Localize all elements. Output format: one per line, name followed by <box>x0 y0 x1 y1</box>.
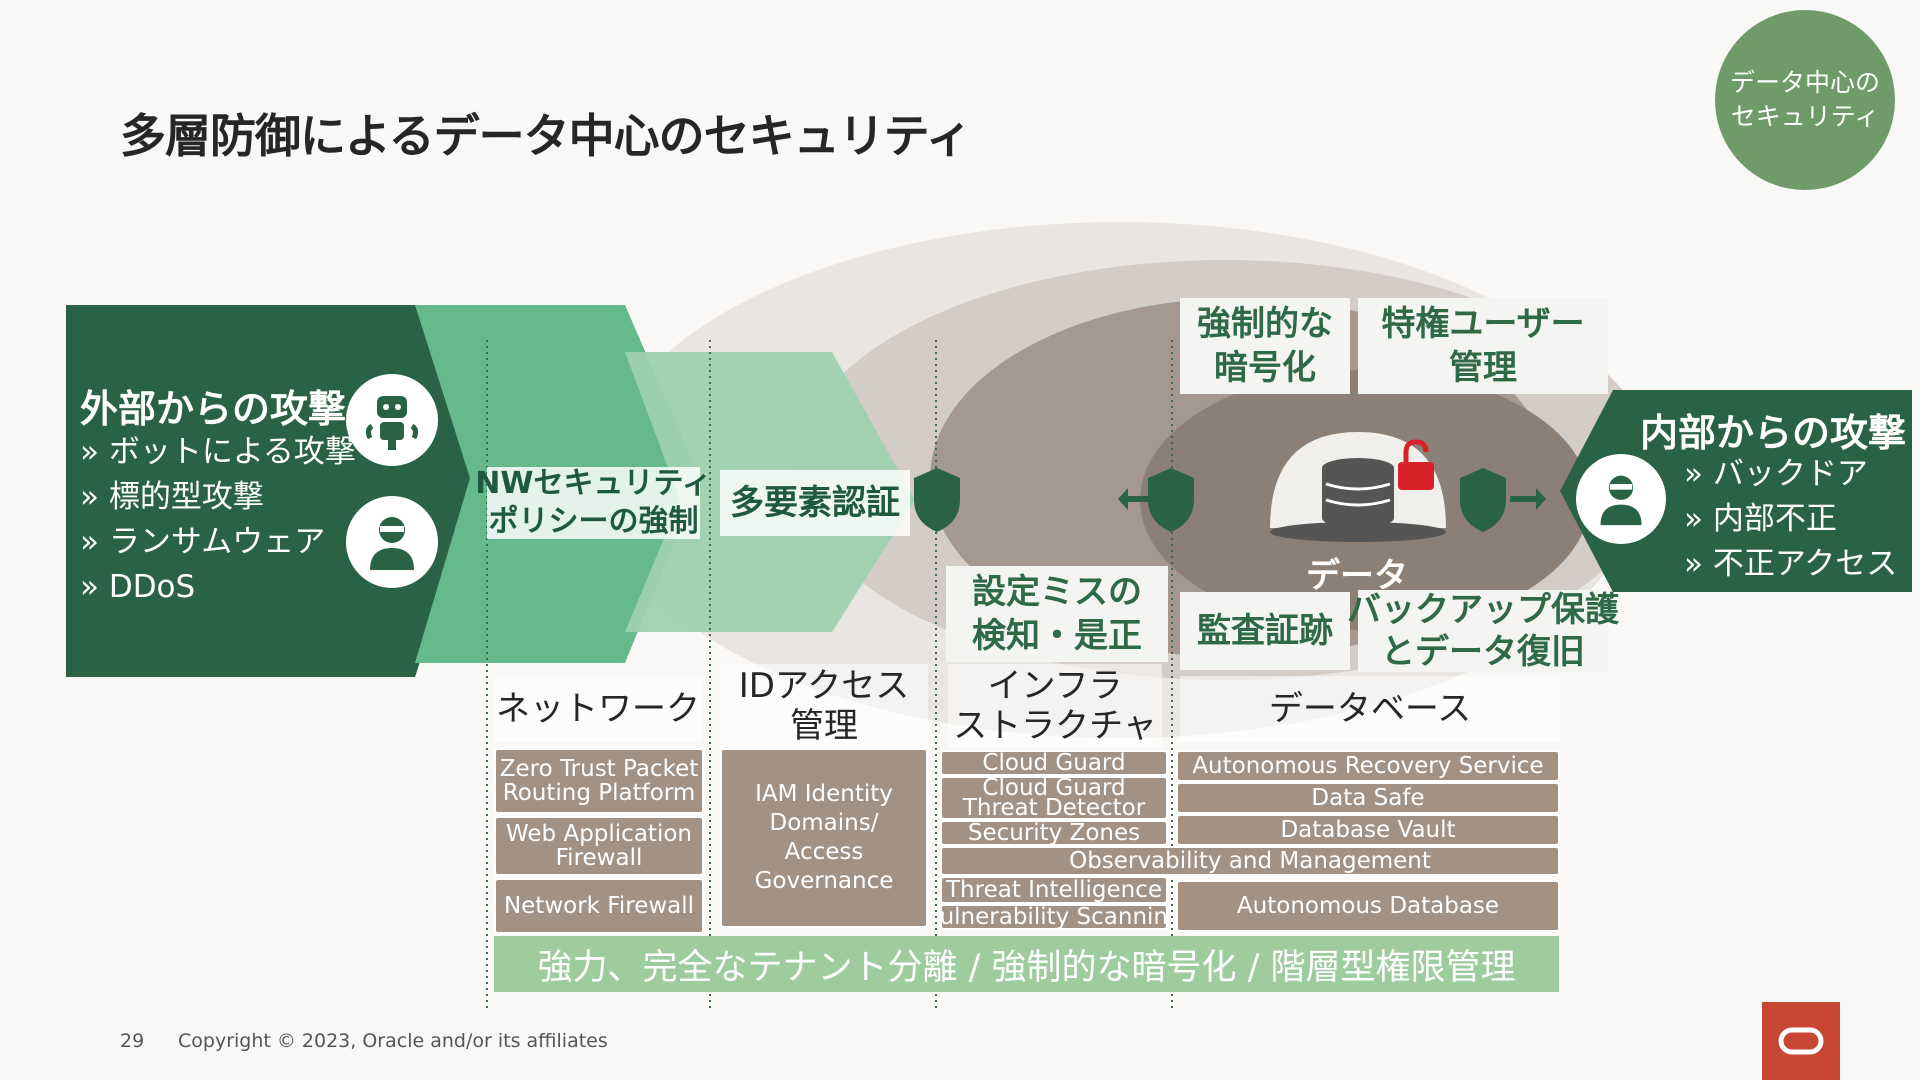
arrow-left-icon <box>1118 488 1154 510</box>
misconfig-line-2: 検知・是正 <box>972 616 1142 656</box>
page-number: 29 <box>120 1030 145 1052</box>
column-database: データベース <box>1180 676 1560 742</box>
misconfig-box: 設定ミスの 検知・是正 <box>946 566 1168 662</box>
oracle-logo <box>1762 1002 1840 1080</box>
nw-policy-line-2: ポリシーの強制 <box>488 504 699 539</box>
service-iam: IAM Identity Domains/ Access Governance <box>720 748 928 928</box>
shield-icon <box>1460 468 1506 532</box>
external-attack-title: 外部からの攻撃 <box>80 387 347 431</box>
hacker-icon <box>346 496 438 588</box>
audit-trail-box: 監査証跡 <box>1180 592 1350 670</box>
page-title: 多層防御によるデータ中心のセキュリティ <box>120 109 972 163</box>
service-ztpr: Zero Trust Packet Routing Platform <box>494 748 704 814</box>
service-iam-line-2: Domains/ <box>769 810 879 836</box>
service-iam-line-1: IAM Identity <box>755 781 893 807</box>
service-ztpr-line-1: Zero Trust Packet <box>499 756 699 782</box>
badge-line-2: セキュリティ <box>1730 102 1880 131</box>
tenant-isolation-bar: 強力、完全なテナント分離 / 強制的な暗号化 / 階層型権限管理 <box>494 936 1559 992</box>
data-centric-badge: データ中心の セキュリティ <box>1715 10 1895 190</box>
service-ztpr-line-2: Routing Platform <box>502 780 696 806</box>
column-infra-line-2: ストラクチャ <box>953 706 1157 746</box>
mfa-label: 多要素認証 <box>720 470 910 536</box>
external-attack-list: » ボットによる攻撃 » 標的型攻撃 » ランサムウェア » DDoS <box>80 430 356 610</box>
insider-icon <box>1576 454 1666 544</box>
service-iam-line-4: Governance <box>754 868 894 894</box>
service-observability: Observability and Management <box>940 846 1560 876</box>
column-id-access: IDアクセス 管理 <box>720 664 928 748</box>
backup-line-1: バックアップ保護 <box>1347 590 1619 630</box>
shield-icon <box>914 468 960 532</box>
column-id-line-2: 管理 <box>790 706 858 746</box>
threat-detector-line-1: Cloud Guard <box>982 776 1126 801</box>
lock-icon <box>1398 439 1434 490</box>
column-network: ネットワーク <box>494 676 702 742</box>
service-cloud-guard: Cloud Guard <box>940 750 1168 776</box>
nw-policy-line-1: NWセキュリティ <box>475 466 712 501</box>
service-iam-line-3: Access <box>784 839 864 865</box>
service-waf-line-2: Firewall <box>555 845 643 871</box>
encryption-box: 強制的な 暗号化 <box>1180 298 1350 394</box>
database-icon <box>1270 432 1446 542</box>
internal-attack-title: 内部からの攻撃 <box>1640 411 1907 455</box>
service-waf-line-1: Web Application <box>506 821 692 847</box>
service-vuln-scanning: Vulnerability Scanning <box>940 904 1168 930</box>
copyright: Copyright © 2023, Oracle and/or its affi… <box>178 1030 608 1052</box>
encryption-line-1: 強制的な <box>1197 304 1333 344</box>
privileged-line-2: 管理 <box>1449 348 1517 388</box>
threat-detector-line-2: Threat Detector <box>962 795 1146 820</box>
arrow-right-icon <box>1510 488 1546 510</box>
internal-attack-item: » バックドア <box>1684 456 1868 492</box>
external-attack-item: » ランサムウェア <box>80 524 326 560</box>
column-id-line-1: IDアクセス <box>738 666 910 706</box>
service-threat-detector: Cloud Guard Threat Detector <box>940 776 1168 820</box>
privileged-line-1: 特権ユーザー <box>1381 304 1585 344</box>
service-waf: Web Application Firewall <box>494 816 704 876</box>
encryption-line-2: 暗号化 <box>1214 348 1316 388</box>
column-infra-line-1: インフラ <box>987 666 1123 706</box>
service-threat-intel: Threat Intelligence <box>940 876 1168 904</box>
backup-box: バックアップ保護 とデータ復旧 <box>1347 590 1619 672</box>
privileged-user-box: 特権ユーザー 管理 <box>1358 298 1608 394</box>
internal-attack-item: » 不正アクセス <box>1684 546 1898 582</box>
misconfig-line-1: 設定ミスの <box>972 572 1142 612</box>
service-database-vault: Database Vault <box>1176 814 1560 846</box>
shield-icon <box>1148 468 1194 532</box>
service-autonomous-db: Autonomous Database <box>1176 880 1560 932</box>
service-security-zones: Security Zones <box>940 820 1168 846</box>
badge-line-1: データ中心の <box>1729 68 1880 97</box>
internal-attack-item: » 内部不正 <box>1684 501 1837 537</box>
service-data-safe: Data Safe <box>1176 782 1560 814</box>
data-label: データ <box>1306 556 1408 596</box>
column-infrastructure: インフラ ストラクチャ <box>948 664 1162 748</box>
external-attack-item: » ボットによる攻撃 <box>80 434 356 470</box>
external-attack-item: » DDoS <box>80 569 196 605</box>
robot-icon <box>346 374 438 466</box>
internal-attack-panel <box>1560 390 1912 592</box>
service-network-firewall: Network Firewall <box>494 878 704 934</box>
internal-attack-list: » バックドア » 内部不正 » 不正アクセス <box>1684 452 1897 587</box>
service-recovery: Autonomous Recovery Service <box>1176 750 1560 782</box>
nw-policy-label: NWセキュリティ ポリシーの強制 <box>475 466 712 539</box>
backup-line-2: とデータ復旧 <box>1381 632 1585 672</box>
external-attack-item: » 標的型攻撃 <box>80 479 264 515</box>
